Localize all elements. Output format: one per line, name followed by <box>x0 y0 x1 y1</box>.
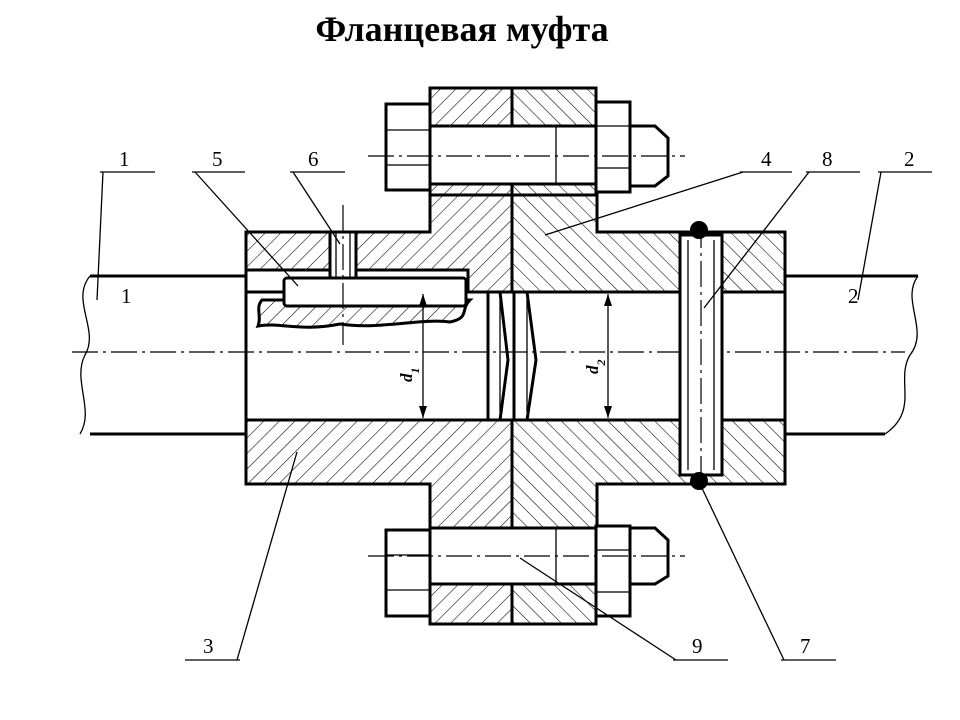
spigot <box>486 290 538 422</box>
callout-9: 9 <box>692 634 703 658</box>
dimension-d1 <box>419 294 427 418</box>
callout-4: 4 <box>761 147 772 171</box>
set-screw <box>328 205 358 345</box>
dimension-d2 <box>604 294 612 418</box>
leaders <box>96 171 932 661</box>
pin <box>678 221 724 490</box>
right-half-coupling-bottom <box>510 418 787 530</box>
callout-8: 8 <box>822 147 833 171</box>
callout-3: 3 <box>203 634 214 658</box>
right-half-coupling-top <box>510 193 787 294</box>
callout-7: 7 <box>800 634 811 658</box>
ring-top-dot <box>690 221 708 239</box>
key <box>282 276 468 308</box>
callout-1-inline: 1 <box>121 284 132 308</box>
callout-2-inline: 2 <box>848 284 859 308</box>
ring-bottom-dot <box>690 472 708 490</box>
d2-label: d2 <box>583 360 608 375</box>
right-shaft <box>785 274 919 436</box>
callout-2: 2 <box>904 147 915 171</box>
bottom-bolt <box>368 524 685 626</box>
top-bolt <box>368 86 685 197</box>
callout-1: 1 <box>119 147 130 171</box>
page-title: Фланцевая муфта <box>315 9 609 49</box>
left-shaft <box>79 274 246 436</box>
callout-5: 5 <box>212 147 223 171</box>
d1-label: d1 <box>397 368 422 383</box>
callout-6: 6 <box>308 147 319 171</box>
left-half-coupling-bottom <box>244 418 514 530</box>
